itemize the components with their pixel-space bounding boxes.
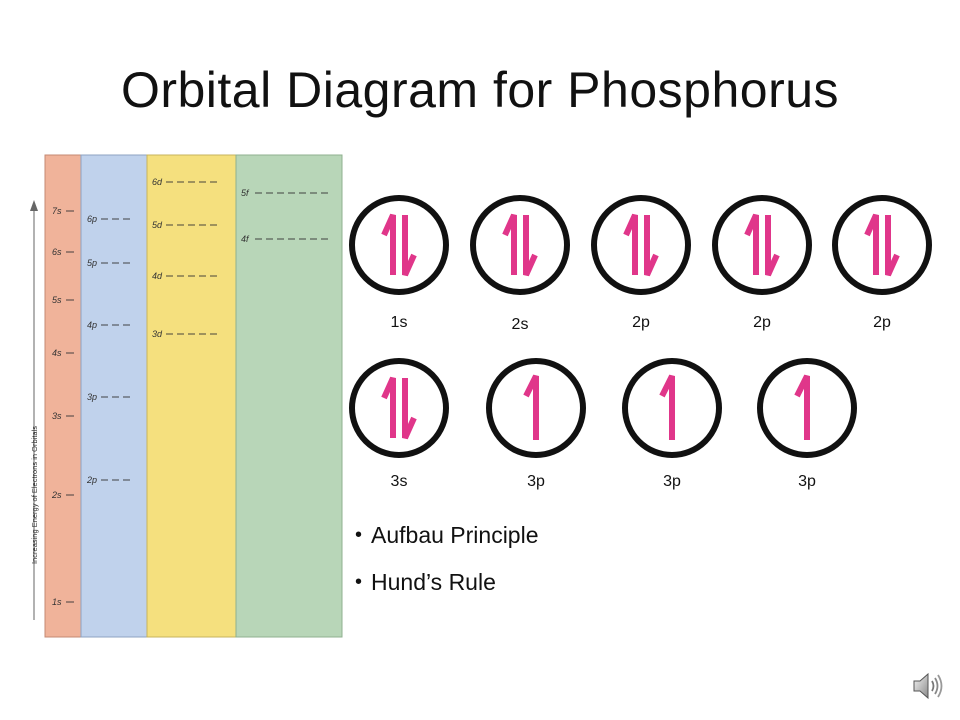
- level-3s: 3s: [52, 411, 62, 421]
- orbital-boxes: 1s 2s 2p 2p 2p 3s 3p 3p 3p: [349, 195, 932, 490]
- orbital-3p-2: 3p: [622, 358, 722, 490]
- orbital-1s: 1s: [349, 195, 449, 331]
- orbital-3s: 3s: [349, 358, 449, 490]
- orbital-3p-1: 3p: [486, 358, 586, 490]
- speaker-icon[interactable]: [910, 668, 946, 704]
- level-4f: 4f: [241, 234, 250, 244]
- level-6d: 6d: [152, 177, 163, 187]
- level-4d: 4d: [152, 271, 163, 281]
- bullet-list: Aufbau Principle Hund’s Rule: [355, 520, 539, 614]
- level-5d: 5d: [152, 220, 163, 230]
- level-4p: 4p: [87, 320, 97, 330]
- energy-axis-arrow-icon: [30, 200, 38, 211]
- level-5f: 5f: [241, 188, 250, 198]
- level-4s: 4s: [52, 348, 62, 358]
- orbital-label-2p: 2p: [873, 314, 891, 331]
- energy-level-chart: Increasing Energy of Electrons in Orbita…: [30, 154, 343, 638]
- energy-axis-label: Increasing Energy of Electrons in Orbita…: [30, 426, 39, 564]
- orbital-3p-3: 3p: [757, 358, 857, 490]
- level-1s: 1s: [52, 597, 62, 607]
- orbital-label-3s: 3s: [391, 473, 408, 490]
- level-7s: 7s: [52, 206, 62, 216]
- level-6s: 6s: [52, 247, 62, 257]
- orbital-label-3p: 3p: [527, 473, 545, 490]
- orbital-2p-2: 2p: [712, 195, 812, 331]
- level-2p: 2p: [86, 475, 97, 485]
- page-title: Orbital Diagram for Phosphorus: [120, 62, 840, 118]
- level-3p: 3p: [87, 392, 97, 402]
- orbital-label-2p: 2p: [753, 314, 771, 331]
- level-6p: 6p: [87, 214, 97, 224]
- level-5p: 5p: [87, 258, 97, 268]
- orbital-label-3p: 3p: [798, 473, 816, 490]
- s-column: [44, 154, 82, 638]
- level-2s: 2s: [51, 490, 62, 500]
- orbital-label-2p: 2p: [632, 314, 650, 331]
- p-column: [80, 154, 148, 638]
- level-5s: 5s: [52, 295, 62, 305]
- orbital-label-1s: 1s: [391, 314, 408, 331]
- d-column: [146, 154, 237, 638]
- orbital-2p-1: 2p: [591, 195, 691, 331]
- bullet-hunds-rule: Hund’s Rule: [355, 567, 539, 597]
- bullet-aufbau-principle: Aufbau Principle: [355, 520, 539, 550]
- f-column: [235, 154, 343, 638]
- orbital-2p-3: 2p: [832, 195, 932, 331]
- orbital-2s: 2s: [470, 195, 570, 333]
- orbital-label-3p: 3p: [663, 473, 681, 490]
- orbital-label-2s: 2s: [512, 316, 529, 333]
- level-3d: 3d: [152, 329, 163, 339]
